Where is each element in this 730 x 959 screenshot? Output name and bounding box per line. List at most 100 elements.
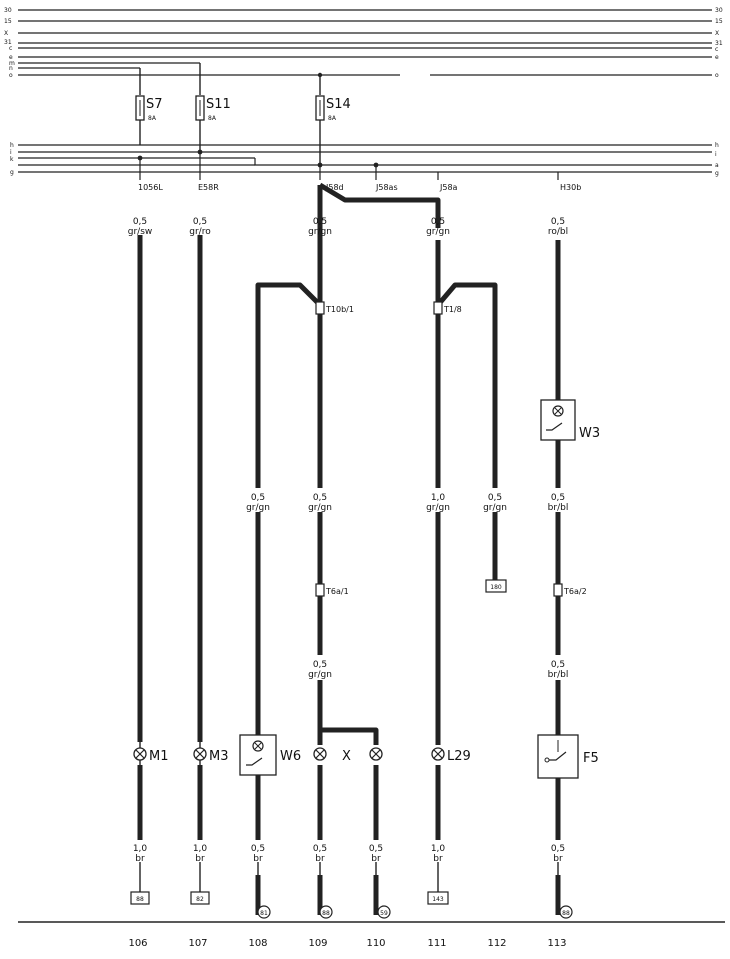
column-numbers: 106 107 108 109 110 111 112 113 — [128, 938, 566, 949]
mid-bus-labels: h i k g h i a g — [10, 142, 719, 177]
thick-wires — [137, 182, 561, 840]
wire-110-bot-size: 0,5 — [369, 844, 383, 854]
busbar-group — [18, 9, 712, 76]
wire-106-size: 0,5 — [133, 217, 147, 227]
wire-108-mid-color: gr/gn — [246, 503, 270, 513]
w3-label: W3 — [579, 426, 600, 441]
bus-label-m: m — [9, 60, 15, 67]
wire-109-bot-size: 0,5 — [313, 844, 327, 854]
wire-113-size: 0,5 — [551, 217, 565, 227]
connector-t6a2: T6a/2 — [563, 587, 587, 596]
bus-label-e-r: e — [715, 54, 719, 61]
wire-111-color: gr/gn — [426, 227, 450, 237]
lamp-l29: L29 — [431, 747, 471, 764]
connector-t18: T1/8 — [443, 305, 462, 314]
bus-label-15: 15 — [4, 18, 12, 25]
wire-109-bot-color: br — [315, 854, 325, 864]
switch-lamp-w6: W6 — [239, 734, 301, 776]
bus-label-15-r: 15 — [715, 18, 723, 25]
col-113: 113 — [547, 938, 566, 949]
ground-108: 81 — [260, 910, 268, 917]
wire-113-color: ro/bl — [548, 227, 568, 237]
fuse-s11-label: S11 — [206, 97, 231, 112]
wire-111-mid-size: 1,0 — [431, 493, 446, 503]
wire-109-mid-color: gr/gn — [308, 503, 332, 513]
bus-label-30-r: 30 — [715, 7, 723, 14]
bus-label-31-r: 31 — [715, 40, 723, 47]
wire-106-bot-size: 1,0 — [133, 844, 148, 854]
connector-t10b1: T10b/1 — [325, 305, 354, 314]
wire-108-bot-size: 0,5 — [251, 844, 265, 854]
wire-111-mid-color: gr/gn — [426, 503, 450, 513]
lamp-m3-label: M3 — [209, 749, 229, 764]
mid-label-k: k — [10, 156, 14, 163]
wire-113-low-size: 0,5 — [551, 660, 565, 670]
fuse-feeds — [139, 63, 321, 95]
bus-label-n: n — [9, 65, 13, 72]
connector-t6a1: T6a/1 — [325, 587, 349, 596]
wire-109-color: gr/gn — [308, 227, 332, 237]
fuse-s14: S14 8A — [315, 95, 351, 122]
wire-106-bot-color: br — [135, 854, 145, 864]
wire-113-mid-color: br/bl — [548, 503, 569, 513]
wire-111-bot-color: br — [433, 854, 443, 864]
fuse-outputs — [139, 120, 321, 165]
switch-lamp-w3: W3 — [540, 399, 600, 441]
connectors: T10b/1 T1/8 T6a/1 T6a/2 — [315, 301, 587, 597]
mid-label-i: i — [10, 149, 12, 156]
ground-110: 59 — [380, 910, 388, 917]
ground-boxes: 88 82 81 88 59 143 88 180 — [130, 579, 573, 919]
wire-110-bot-color: br — [371, 854, 381, 864]
l29-label: L29 — [447, 749, 471, 764]
col-107: 107 — [188, 938, 207, 949]
ground-thick — [255, 875, 561, 915]
col-109: 109 — [308, 938, 327, 949]
lamp-x: X — [313, 747, 383, 764]
fuse-s11-rating: 8A — [208, 115, 217, 122]
wire-107-bot-size: 1,0 — [193, 844, 208, 854]
col-108: 108 — [248, 938, 267, 949]
bus-label-o-r: o — [715, 72, 719, 79]
junction-dot — [317, 72, 323, 78]
wire-113-mid-size: 0,5 — [551, 493, 565, 503]
ground-111: 143 — [432, 896, 444, 903]
wire-109-low-size: 0,5 — [313, 660, 327, 670]
bus-label-c-r: c — [715, 46, 718, 53]
fuse-s14-label: S14 — [326, 97, 351, 112]
col-110: 110 — [366, 938, 385, 949]
ref-box-112: 180 — [490, 584, 502, 591]
mid-label-h-r: h — [715, 142, 719, 149]
col-106: 106 — [128, 938, 147, 949]
wire-107-bot-color: br — [195, 854, 205, 864]
wire-111-bot-size: 1,0 — [431, 844, 446, 854]
wire-108-mid-size: 0,5 — [251, 493, 265, 503]
lamp-m1-label: M1 — [149, 749, 169, 764]
wire-107-color: gr/ro — [189, 227, 211, 237]
wire-113-bot-size: 0,5 — [551, 844, 565, 854]
wire-113-bot-color: br — [553, 854, 563, 864]
terminal-1056l: 1056L — [138, 183, 163, 192]
wire-107-size: 0,5 — [193, 217, 207, 227]
col-111: 111 — [427, 938, 446, 949]
wire-labels: 0,5 gr/sw 0,5 gr/ro 0,5 gr/gn 0,5 gr/gn … — [128, 217, 569, 864]
bus-label-30: 30 — [4, 7, 12, 14]
fuse-s7: S7 8A — [135, 95, 163, 122]
bus-label-31: 31 — [4, 39, 12, 46]
ground-109: 88 — [322, 910, 330, 917]
fuse-s11: S11 8A — [195, 95, 231, 122]
ground-leads — [139, 742, 559, 905]
bus-label-x: X — [4, 30, 8, 37]
mid-label-g: g — [10, 169, 14, 176]
wire-108-bot-color: br — [253, 854, 263, 864]
bus-label-o: o — [9, 72, 13, 79]
wire-111-size: 0,5 — [431, 217, 445, 227]
busbar-labels-left: 30 15 X 31 c e m n o — [4, 7, 15, 79]
fuse-s7-label: S7 — [146, 97, 163, 112]
wire-109-size: 0,5 — [313, 217, 327, 227]
mid-label-h: h — [10, 142, 14, 149]
mid-label-i-r: i — [715, 151, 717, 158]
mid-bus-group — [18, 144, 712, 173]
terminal-stubs — [139, 152, 559, 180]
